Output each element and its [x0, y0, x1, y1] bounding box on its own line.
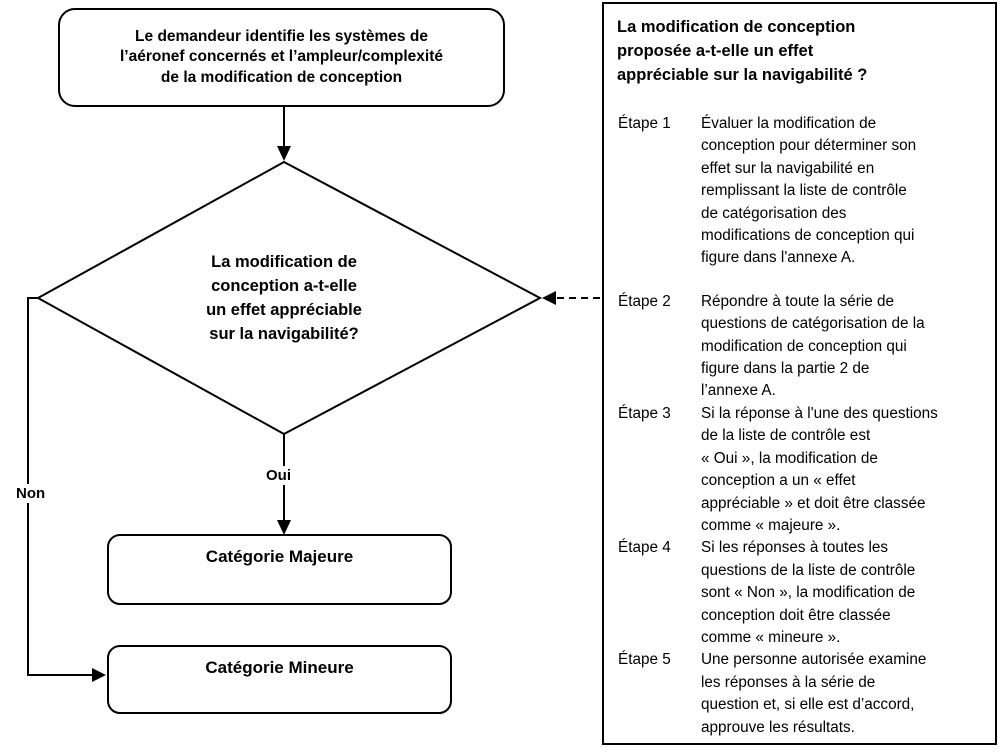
minor-category-node: Catégorie Mineure	[107, 645, 452, 714]
start-node: Le demandeur identifie les systèmes de l…	[58, 8, 505, 107]
decision-node-label: La modification de conception a-t-elle u…	[206, 253, 362, 343]
step-label: Étape 4	[618, 539, 671, 557]
step-item-3: Étape 3 Si la réponse à l'une des questi…	[604, 403, 995, 537]
step-item-4: Étape 4 Si les réponses à toutes les que…	[604, 537, 995, 649]
step-item-1: Étape 1 Évaluer la modification de conce…	[604, 113, 995, 270]
step-label: Étape 2	[618, 292, 671, 310]
arrowhead-left-icon	[542, 291, 556, 305]
step-label: Étape 3	[618, 404, 671, 422]
step-text: Si la réponse à l'une des questions de l…	[701, 404, 938, 534]
step-text: Une personne autorisée examine les répon…	[701, 651, 927, 736]
arrowhead-down-icon	[277, 146, 291, 161]
step-text: Évaluer la modification de conception po…	[701, 115, 917, 267]
step-text: Si les réponses à toutes les questions d…	[701, 539, 916, 646]
yes-edge-label: Oui	[262, 466, 295, 485]
step-label: Étape 5	[618, 651, 671, 669]
arrowhead-down-icon	[277, 520, 291, 535]
steps-panel: La modification de conception proposée a…	[602, 2, 997, 745]
major-category-node: Catégorie Majeure	[107, 534, 452, 605]
arrowhead-right-icon	[92, 668, 106, 682]
step-label: Étape 1	[618, 115, 671, 132]
steps-list: Étape 1 Évaluer la modification de conce…	[604, 113, 995, 739]
no-edge-label: Non	[12, 484, 50, 503]
step-item-2: Étape 2 Répondre à toute la série de que…	[604, 291, 995, 403]
step-text: Répondre à toute la série de questions d…	[701, 292, 925, 400]
step-item-5: Étape 5 Une personne autorisée examine l…	[604, 649, 995, 739]
panel-title: La modification de conception proposée a…	[617, 18, 868, 84]
